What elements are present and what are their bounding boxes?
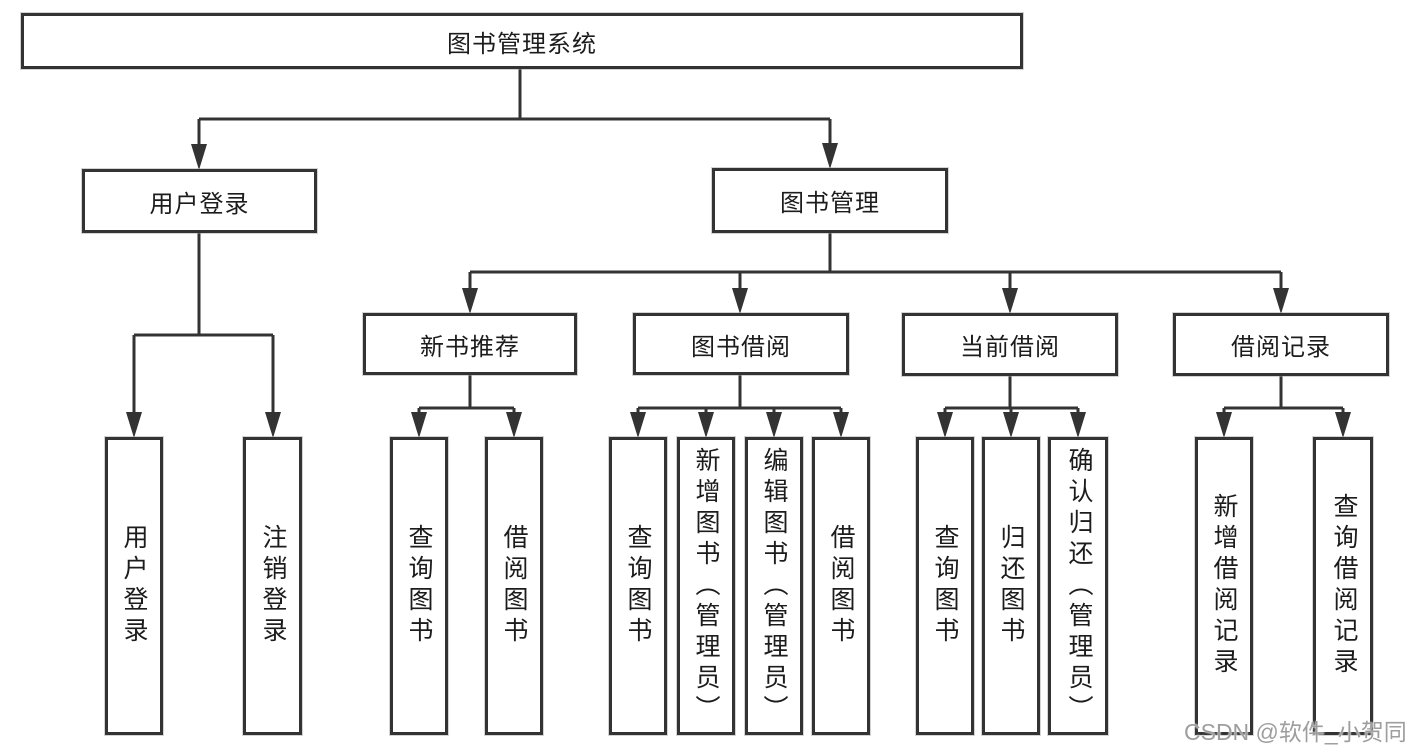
node-book-borrowing-label: 图书借阅 bbox=[691, 333, 791, 361]
connector-borrow-records bbox=[1222, 375, 1345, 414]
leaf-query-books-current: 查询图书 bbox=[916, 437, 974, 735]
connector-current-borrow bbox=[943, 375, 1080, 414]
connector-root-to-level2 bbox=[197, 68, 832, 146]
leaf-user-login: 用户登录 bbox=[105, 437, 163, 735]
csdn-watermark: CSDN @软件_小贺同学 bbox=[1184, 719, 1405, 745]
leaf-logout: 注销登录 bbox=[243, 437, 302, 735]
node-root-label: 图书管理系统 bbox=[447, 30, 597, 58]
node-current-borrowing-label: 当前借阅 bbox=[960, 334, 1060, 361]
leaf-borrow-books: 借阅图书 bbox=[812, 437, 870, 735]
connector-user-login-to-leaves bbox=[132, 233, 275, 414]
connector-book-borrow bbox=[636, 375, 843, 414]
leaf-query-books-rec: 查询图书 bbox=[390, 437, 448, 735]
node-borrowing-records: 借阅记录 bbox=[1173, 313, 1389, 376]
node-book-management-label: 图书管理 bbox=[780, 190, 880, 217]
node-root-system: 图书管理系统 bbox=[21, 13, 1023, 69]
connector-new-book-rec bbox=[417, 375, 516, 414]
node-book-borrowing: 图书借阅 bbox=[633, 313, 849, 375]
node-user-login-label: 用户登录 bbox=[149, 190, 250, 218]
leaf-query-books-borrow: 查询图书 bbox=[609, 437, 667, 735]
arrowheads bbox=[126, 143, 1351, 438]
node-borrowing-records-label: 借阅记录 bbox=[1231, 334, 1331, 361]
leaf-confirm-return-admin: 确认归还（管理员） bbox=[1048, 437, 1108, 735]
leaf-add-borrow-record: 新增借阅记录 bbox=[1195, 437, 1253, 735]
connector-book-mgmt-to-level3 bbox=[468, 233, 1283, 290]
leaf-query-borrow-record: 查询借阅记录 bbox=[1313, 437, 1373, 735]
node-book-management: 图书管理 bbox=[712, 168, 948, 233]
leaf-edit-books-admin: 编辑图书（管理员） bbox=[745, 437, 803, 735]
node-current-borrowing: 当前借阅 bbox=[902, 313, 1118, 376]
node-user-login: 用户登录 bbox=[82, 169, 317, 233]
leaf-return-books: 归还图书 bbox=[982, 437, 1040, 735]
leaf-borrow-books-rec: 借阅图书 bbox=[485, 437, 543, 735]
node-new-book-recommendation-label: 新书推荐 bbox=[420, 333, 520, 361]
leaf-add-books-admin: 新增图书（管理员） bbox=[677, 437, 735, 735]
node-new-book-recommendation: 新书推荐 bbox=[363, 313, 577, 375]
